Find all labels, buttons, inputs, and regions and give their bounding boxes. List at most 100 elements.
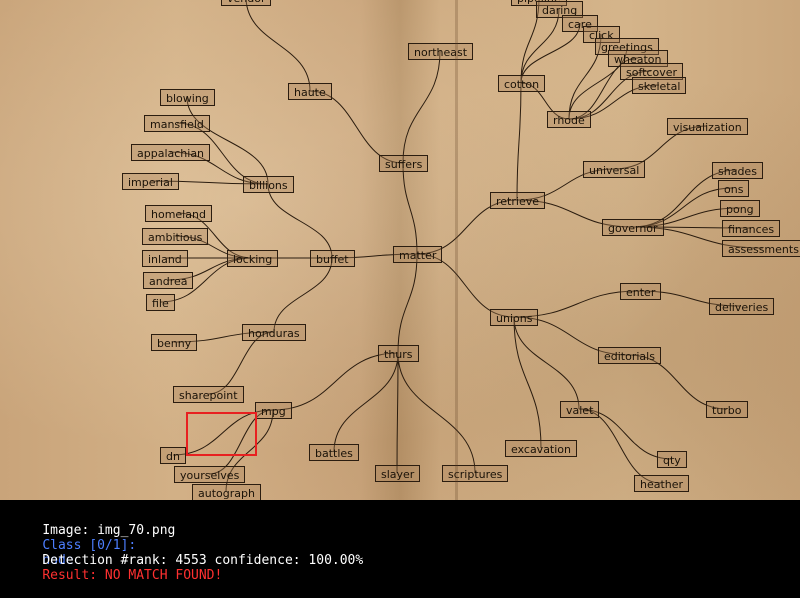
edge-retrieve-universal xyxy=(516,168,615,201)
node-ons: ons xyxy=(718,180,750,197)
node-andrea: andrea xyxy=(143,272,194,289)
node-editorials: editorials xyxy=(598,347,661,364)
image-label: Image: xyxy=(42,523,98,538)
edge-rhode-greetings xyxy=(568,45,628,120)
node-dn: dn xyxy=(160,447,186,464)
node-governor: governor xyxy=(602,219,664,236)
node-daring: daring xyxy=(536,1,584,18)
node-visualization: visualization xyxy=(667,118,748,135)
edge-honduras-sharepoint xyxy=(207,331,275,395)
edge-enter-deliveries xyxy=(639,290,742,307)
node-excavation: excavation xyxy=(505,440,578,457)
node-shades: shades xyxy=(712,162,763,179)
node-cotton: cotton xyxy=(498,75,546,92)
node-benny: benny xyxy=(151,334,198,351)
edge-governor-pong xyxy=(632,207,741,228)
edge-thurs-scriptures xyxy=(397,352,476,474)
edge-billions-appalachian xyxy=(169,151,269,185)
diagram-canvas: vendorpipelinedaringcareclickgreetingswh… xyxy=(0,0,800,500)
node-pipeline: pipeline xyxy=(511,0,567,6)
node-sharepoint: sharepoint xyxy=(173,386,244,403)
node-turbo: turbo xyxy=(706,401,748,418)
node-vendor: vendor xyxy=(221,0,272,6)
edge-locking-ambitious xyxy=(174,235,253,259)
node-blowing: blowing xyxy=(160,89,215,106)
node-matter: matter xyxy=(393,246,443,263)
edge-haute-vendor xyxy=(245,0,311,92)
edge-billions-mansfield xyxy=(176,122,269,185)
edge-unions-excavation xyxy=(513,316,542,449)
edge-mpg-autograph xyxy=(225,409,274,493)
node-appalachian: appalachian xyxy=(131,144,211,161)
edge-matter-unions xyxy=(416,253,515,318)
node-billions: billions xyxy=(243,176,294,193)
node-mpg: mpg xyxy=(255,402,292,419)
image-name: img_70.png xyxy=(97,523,176,538)
node-ambitious: ambitious xyxy=(142,228,209,245)
class-index: Class [0/1]: xyxy=(42,538,137,553)
node-skeletal: skeletal xyxy=(632,77,687,94)
edge-cotton-rhode xyxy=(520,82,570,120)
edge-retrieve-cotton xyxy=(516,82,522,201)
node-suffers: suffers xyxy=(379,155,429,172)
edge-mpg-dn xyxy=(172,409,274,456)
node-care: care xyxy=(562,15,598,32)
edge-governor-assessments xyxy=(632,226,764,249)
status-bar: Image: img_70.png Class [0/1]: node Dete… xyxy=(0,500,800,583)
edge-billions-blowing xyxy=(186,96,269,185)
detection-info: Detection #rank: 4553 confidence: 100.00… xyxy=(42,553,364,568)
node-valet: valet xyxy=(560,401,600,418)
node-battles: battles xyxy=(309,444,359,461)
node-haute: haute xyxy=(288,83,332,100)
edge-matter-retrieve xyxy=(416,199,518,255)
edge-rhode-click xyxy=(568,33,602,120)
edge-unions-editorials xyxy=(513,316,630,356)
node-universal: universal xyxy=(583,161,646,178)
node-rhode: rhode xyxy=(547,111,591,128)
node-mansfield: mansfield xyxy=(144,115,210,132)
node-unions: unions xyxy=(490,309,539,326)
node-heather: heather xyxy=(634,475,690,492)
node-qty: qty xyxy=(657,451,687,468)
edge-buffet-billions xyxy=(267,183,333,259)
node-locking: locking xyxy=(227,250,279,267)
result-text: Result: NO MATCH FOUND! xyxy=(42,568,223,583)
edge-matter-thurs xyxy=(397,253,418,354)
detection-highlight-box xyxy=(186,412,257,456)
edge-thurs-slayer xyxy=(396,352,399,474)
node-pong: pong xyxy=(720,200,760,217)
node-autograph: autograph xyxy=(192,484,261,500)
edge-locking-file xyxy=(159,257,253,303)
node-file: file xyxy=(146,294,175,311)
edge-rhode-skeletal xyxy=(568,84,660,120)
edge-buffet-honduras xyxy=(273,257,333,333)
edge-cotton-daring xyxy=(520,8,560,84)
node-scriptures: scriptures xyxy=(442,465,509,482)
node-deliveries: deliveries xyxy=(709,298,775,315)
edge-suffers-haute xyxy=(309,90,404,164)
node-yourselves: yourselves xyxy=(174,466,246,483)
edge-rhode-softcover xyxy=(568,70,652,120)
edge-editorials-turbo xyxy=(628,354,728,410)
node-homeland: homeland xyxy=(145,205,212,222)
edge-suffers-northeast xyxy=(402,50,441,164)
node-inland: inland xyxy=(142,250,188,267)
node-wheaton: wheaton xyxy=(608,50,668,67)
node-enter: enter xyxy=(620,283,662,300)
edge-unions-valet xyxy=(513,316,580,410)
node-honduras: honduras xyxy=(242,324,306,341)
node-softcover: softcover xyxy=(620,63,684,80)
node-assessments: assessments xyxy=(722,240,800,257)
edge-matter-buffet xyxy=(331,253,418,259)
edge-honduras-benny xyxy=(173,331,275,343)
node-northeast: northeast xyxy=(408,43,474,60)
edge-retrieve-governor xyxy=(516,199,634,228)
edge-valet-heather xyxy=(578,408,662,484)
node-finances: finances xyxy=(722,220,781,237)
node-slayer: slayer xyxy=(375,465,421,482)
edge-governor-shades xyxy=(632,169,738,228)
edge-billions-imperial xyxy=(149,180,269,185)
edge-matter-suffers xyxy=(402,162,418,255)
edge-thurs-battles xyxy=(333,352,399,453)
node-retrieve: retrieve xyxy=(490,192,545,209)
